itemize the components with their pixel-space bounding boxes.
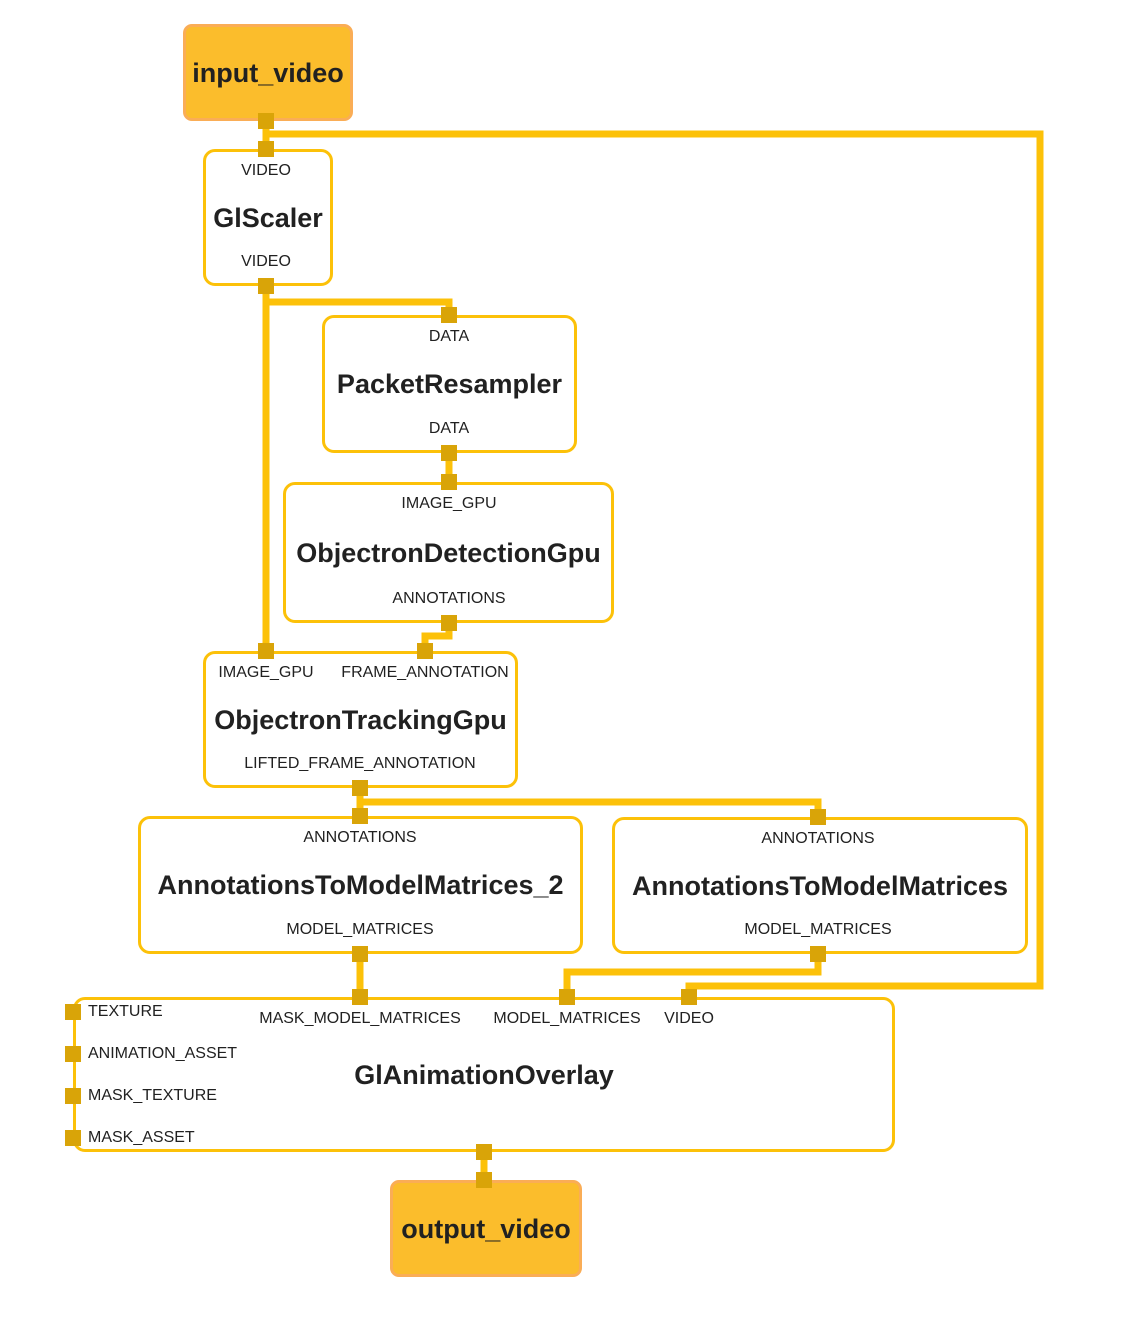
port-glanimationoverlay-mask-model-matrices <box>352 989 368 1005</box>
port-label-objectrontrackinggpu-lifted-frame-annotation: LIFTED_FRAME_ANNOTATION <box>244 755 476 772</box>
port-glanimationoverlay-mask-texture <box>65 1088 81 1104</box>
port-glscaler-video <box>258 278 274 294</box>
port-glanimationoverlay-model-matrices <box>559 989 575 1005</box>
node-title-input-video: input_video <box>192 57 344 88</box>
port-label-annotationstomodelmatrices-annotations: ANNOTATIONS <box>761 830 875 847</box>
port-input-video-bottom <box>258 113 274 129</box>
port-annotationstomodelmatrices-2-annotations <box>352 808 368 824</box>
node-title-glanimationoverlay: GlAnimationOverlay <box>354 1059 614 1090</box>
port-label-annotationstomodelmatrices-2-annotations: ANNOTATIONS <box>303 829 417 846</box>
port-label-annotationstomodelmatrices-2-model-matrices: MODEL_MATRICES <box>286 921 434 938</box>
node-title-objectrondetectiongpu: ObjectronDetectionGpu <box>296 537 601 568</box>
port-glanimationoverlay-video <box>681 989 697 1005</box>
port-glanimationoverlay-bottom <box>476 1144 492 1160</box>
port-objectrontrackinggpu-lifted-frame-annotation <box>352 780 368 796</box>
port-label-objectrondetectiongpu-image-gpu: IMAGE_GPU <box>401 495 497 512</box>
port-packetresampler-data <box>441 445 457 461</box>
node-objectrontrackinggpu[interactable] <box>203 651 518 788</box>
node-glscaler[interactable] <box>203 149 333 286</box>
port-label-annotationstomodelmatrices-model-matrices: MODEL_MATRICES <box>744 921 892 938</box>
port-glscaler-video <box>258 141 274 157</box>
node-title-objectrontrackinggpu: ObjectronTrackingGpu <box>214 704 507 735</box>
port-label-packetresampler-data: DATA <box>428 328 470 345</box>
port-annotationstomodelmatrices-model-matrices <box>810 946 826 962</box>
port-label-glscaler-video: VIDEO <box>241 162 291 179</box>
port-objectrondetectiongpu-image-gpu <box>441 474 457 490</box>
port-objectrontrackinggpu-frame-annotation <box>417 643 433 659</box>
port-label-glscaler-video: VIDEO <box>241 253 291 270</box>
edge-glscaler-video-to-packetresampler-data <box>262 284 453 318</box>
node-input-video[interactable] <box>183 24 353 121</box>
port-objectrondetectiongpu-annotations <box>441 615 457 631</box>
port-label-objectrontrackinggpu-frame-annotation: FRAME_ANNOTATION <box>341 664 509 681</box>
port-annotationstomodelmatrices-annotations <box>810 809 826 825</box>
port-label-objectrontrackinggpu-image-gpu: IMAGE_GPU <box>218 664 314 681</box>
port-label-glanimationoverlay-mask-asset: MASK_ASSET <box>88 1129 195 1146</box>
node-title-annotationstomodelmatrices: AnnotationsToModelMatrices <box>631 870 1009 901</box>
node-title-glscaler: GlScaler <box>213 202 323 233</box>
port-label-glanimationoverlay-video: VIDEO <box>664 1010 714 1027</box>
port-packetresampler-data <box>441 307 457 323</box>
port-label-glanimationoverlay-model-matrices: MODEL_MATRICES <box>493 1010 641 1027</box>
port-label-glanimationoverlay-texture: TEXTURE <box>88 1003 163 1020</box>
port-label-objectrondetectiongpu-annotations: ANNOTATIONS <box>392 590 506 607</box>
node-title-output-video: output_video <box>401 1213 571 1244</box>
node-title-packetresampler: PacketResampler <box>336 369 563 399</box>
port-glanimationoverlay-mask-asset <box>65 1130 81 1146</box>
port-glanimationoverlay-texture <box>65 1004 81 1020</box>
port-objectrontrackinggpu-image-gpu <box>258 643 274 659</box>
node-title-annotationstomodelmatrices-2: AnnotationsToModelMatrices_2 <box>157 870 564 900</box>
port-label-packetresampler-data: DATA <box>428 420 470 437</box>
port-glanimationoverlay-animation-asset <box>65 1046 81 1062</box>
node-output-video[interactable] <box>390 1180 582 1277</box>
port-annotationstomodelmatrices-2-model-matrices <box>352 946 368 962</box>
port-output-video-top <box>476 1172 492 1188</box>
node-objectrondetectiongpu[interactable] <box>283 482 614 623</box>
port-label-glanimationoverlay-mask-texture: MASK_TEXTURE <box>88 1087 217 1104</box>
port-label-glanimationoverlay-animation-asset: ANIMATION_ASSET <box>88 1045 238 1062</box>
port-label-glanimationoverlay-mask-model-matrices: MASK_MODEL_MATRICES <box>259 1010 461 1027</box>
